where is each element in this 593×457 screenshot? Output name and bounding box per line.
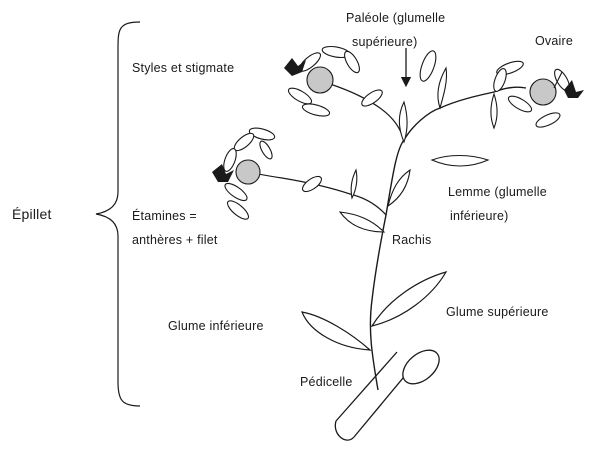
upper-branch bbox=[330, 84, 404, 140]
rachis-leaf-5 bbox=[438, 68, 447, 108]
label-etamines-line2: anthères + filet bbox=[132, 234, 218, 247]
glume-inferieure bbox=[302, 312, 370, 350]
floret-upper-left bbox=[284, 45, 362, 119]
floret-right bbox=[491, 59, 584, 131]
anther bbox=[300, 174, 324, 195]
rachis-leaf-1 bbox=[340, 212, 384, 232]
label-lemme-line2: inférieure) bbox=[450, 210, 508, 223]
rachis-leaf-7 bbox=[351, 170, 357, 198]
label-glume-superieure: Glume supérieure bbox=[446, 306, 549, 319]
ovary-circle bbox=[307, 67, 333, 93]
glume-superieure bbox=[372, 272, 446, 326]
label-lemme-line1: Lemme (glumelle bbox=[448, 186, 547, 199]
label-styles-stigmate: Styles et stigmate bbox=[132, 62, 234, 75]
label-glume-inferieure: Glume inférieure bbox=[168, 320, 264, 333]
label-paleole-line1: Paléole (glumelle bbox=[346, 12, 445, 25]
label-ovaire: Ovaire bbox=[535, 35, 573, 48]
ovary-circle bbox=[530, 79, 556, 105]
stigma-shape bbox=[284, 58, 306, 76]
label-pedicelle: Pédicelle bbox=[300, 376, 353, 389]
label-rachis: Rachis bbox=[392, 234, 431, 247]
pedicelle-cylinder bbox=[335, 344, 445, 441]
lemme-leaf bbox=[432, 156, 488, 167]
rachis-leaf-6 bbox=[491, 94, 497, 128]
anther bbox=[417, 49, 439, 83]
floret-left bbox=[212, 126, 276, 222]
label-paleole-line2: supérieure) bbox=[352, 36, 417, 49]
rachis-leaf-4 bbox=[400, 102, 408, 142]
label-epillet: Épillet bbox=[12, 207, 52, 221]
ovary-circle bbox=[236, 160, 260, 184]
rachis-leaf-2 bbox=[388, 170, 410, 206]
label-etamines-line1: Étamines = bbox=[132, 210, 197, 223]
